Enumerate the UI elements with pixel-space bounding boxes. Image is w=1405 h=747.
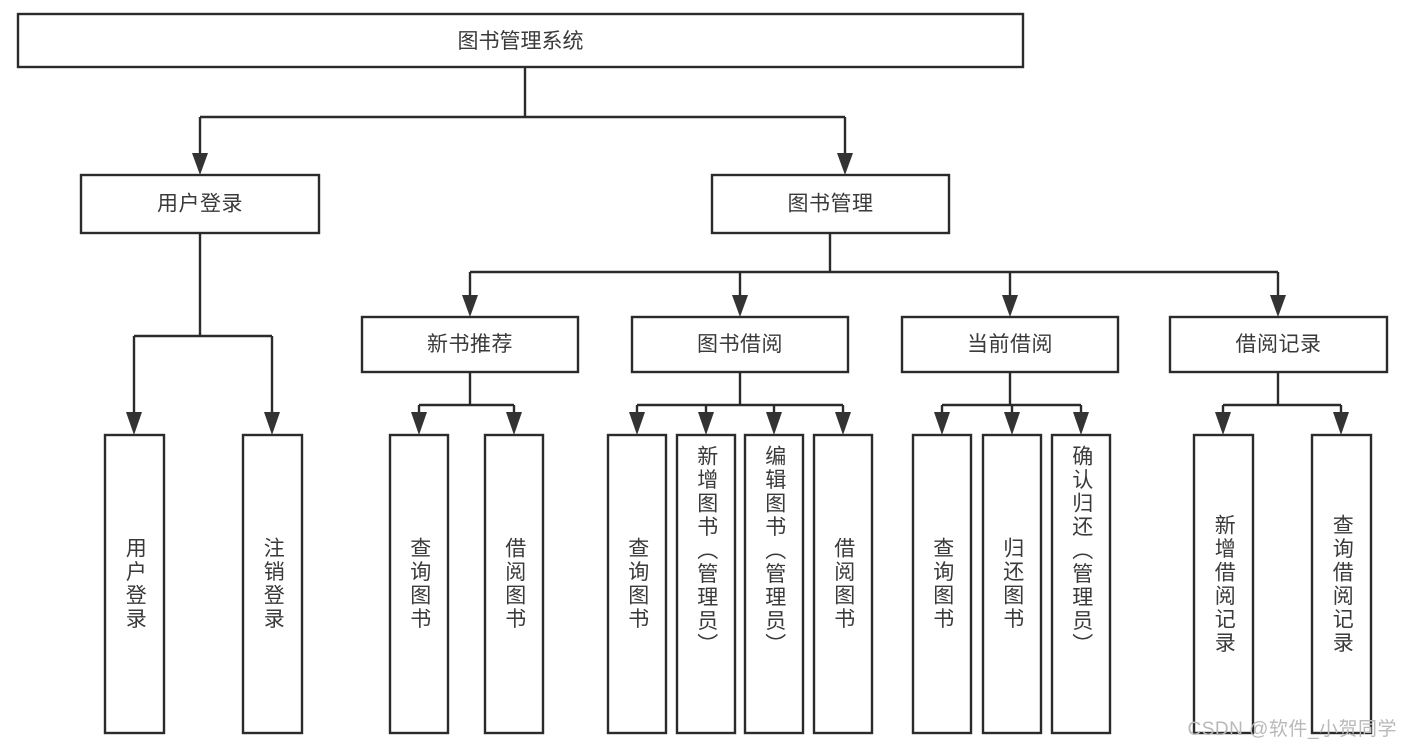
node-root-label: 图书管理系统 [458,30,584,53]
arrow-head-icon [732,295,748,317]
arrow-head-icon [1004,412,1020,435]
leaf-box-user-login[interactable] [103,433,166,735]
arrow-head-icon [698,412,714,435]
node-borrow-record-label: 借阅记录 [1236,333,1322,356]
connector-new-book-recommend-to-leaves [411,372,522,435]
node-new-book-recommend-label: 新书推荐 [427,333,513,356]
node-current-borrow-box[interactable] [900,315,1120,374]
connector-book-management-to-level3 [462,233,1286,317]
leaf-box-confirm-return-admin[interactable] [1050,433,1112,735]
node-new-book-recommend[interactable]: 新书推荐 [360,315,580,374]
leaf-box-borrow-book-1[interactable] [483,433,545,735]
connector-book-borrow-to-leaves [629,372,851,435]
leaf-box-logout[interactable] [241,433,304,735]
leaf-box-add-book-admin[interactable] [675,433,737,735]
node-current-borrow[interactable]: 当前借阅 [900,315,1120,374]
leaf-box-return-book[interactable] [981,433,1043,735]
arrow-head-icon [629,412,645,435]
node-root-box[interactable] [16,12,1025,69]
arrow-head-icon [462,295,478,317]
node-book-management[interactable]: 图书管理 [710,173,951,235]
connector-user-login-to-leaves [126,233,280,435]
arrow-head-icon [934,412,950,435]
arrow-head-icon [1333,412,1349,435]
arrow-head-icon [1270,295,1286,317]
arrow-head-icon [1002,295,1018,317]
node-new-book-recommend-box[interactable] [360,315,580,374]
arrow-head-icon [192,153,208,175]
leaf-box-query-book-3[interactable] [911,433,973,735]
arrow-head-icon [264,412,280,435]
node-borrow-record[interactable]: 借阅记录 [1168,315,1389,374]
leaf-box-query-book-2[interactable] [606,433,668,735]
node-book-management-label: 图书管理 [788,193,874,216]
arrow-head-icon [1073,412,1089,435]
node-current-borrow-label: 当前借阅 [967,333,1053,356]
node-book-borrow[interactable]: 图书借阅 [630,315,850,374]
arrow-head-icon [766,412,782,435]
leaf-box-add-borrow-record[interactable] [1192,433,1255,735]
connector-borrow-record-to-leaves [1215,372,1349,435]
node-book-borrow-label: 图书借阅 [697,333,783,356]
leaf-box-query-borrow-record[interactable] [1310,433,1373,735]
arrow-head-icon [506,412,522,435]
arrow-head-icon [835,412,851,435]
arrow-head-icon [411,412,427,435]
node-root[interactable]: 图书管理系统 [16,12,1025,69]
arrow-head-icon [837,153,853,175]
arrow-head-icon [126,412,142,435]
leaf-box-query-book-1[interactable] [388,433,450,735]
leaf-boxes [103,433,1373,735]
leaf-box-edit-book-admin[interactable] [743,433,805,735]
arrow-head-icon [1215,412,1231,435]
leaf-box-borrow-book-2[interactable] [812,433,874,735]
node-user-login[interactable]: 用户登录 [79,173,321,235]
connector-current-borrow-to-leaves [934,372,1089,435]
connector-root-to-level2 [192,67,853,175]
node-user-login-label: 用户登录 [157,193,243,216]
node-user-login-box[interactable] [79,173,321,235]
csdn-watermark: CSDN @软件_小贺同学 [1187,719,1397,740]
